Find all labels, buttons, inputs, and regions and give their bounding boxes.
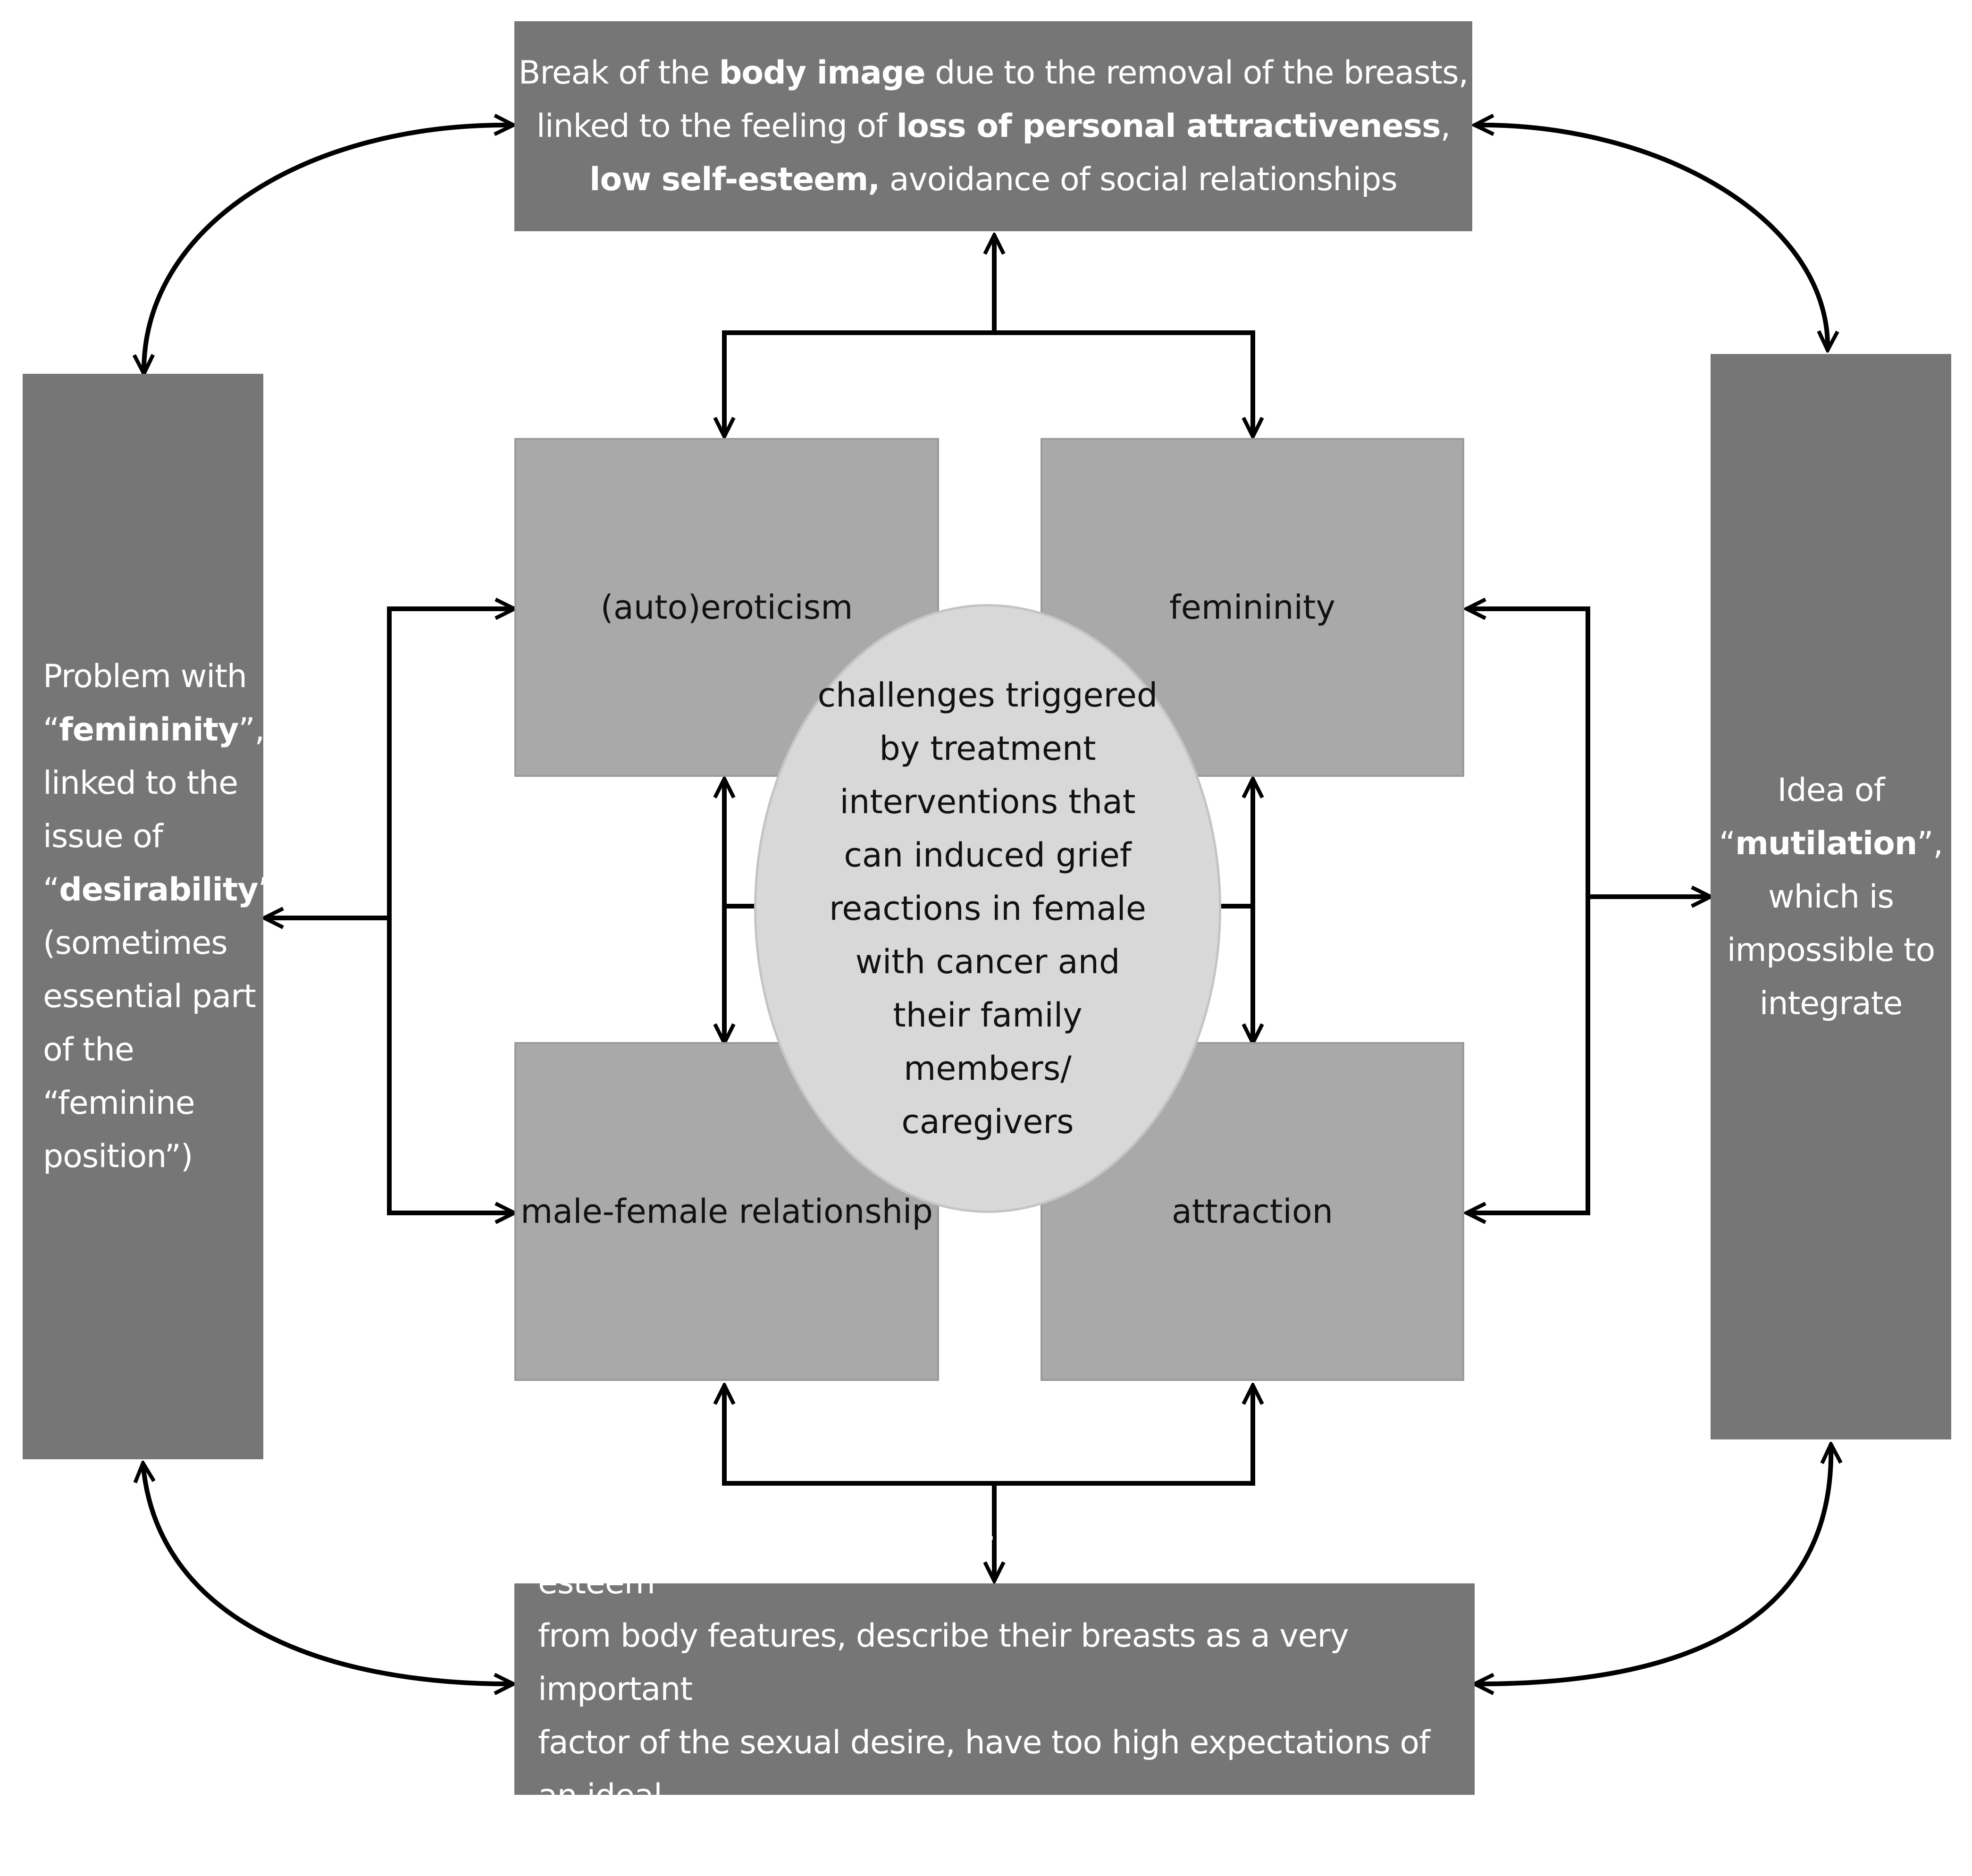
left-text: linked to the [43,765,238,802]
ellipse-text: caregivers [901,1102,1074,1141]
curve-top-left [144,125,513,374]
inner-box-label: attraction [1171,1192,1334,1231]
inner-box-label: femininity [1169,588,1335,627]
right-box-text: Idea of “mutilation”, which is impossibl… [1719,764,1943,1030]
left-text: ” [258,871,275,909]
center-ellipse-text: challenges triggered by treatment interv… [818,669,1158,1149]
center-ellipse: challenges triggered by treatment interv… [754,604,1221,1213]
left-text: “feminine [43,1085,195,1122]
left-text: of the [43,1031,134,1068]
top-box: Break of the body image due to the remov… [514,21,1472,231]
left-text-bold: desirability [59,871,258,909]
bottom-text: from body features, describe their breas… [538,1617,1349,1708]
curve-bottom-left [143,1463,513,1684]
left-text: Problem with [43,658,247,695]
curve-top-right [1475,125,1828,350]
ellipse-text: members/ [904,1049,1072,1088]
top-text: Break of the [518,54,719,92]
left-text: issue of [43,818,163,855]
ellipse-text: interventions that [839,782,1136,821]
right-text: Idea of [1777,771,1885,809]
inner-box-label: male-female relationship [520,1192,933,1231]
right-text: impossible to [1727,931,1935,969]
bottom-text: , e.g. women who take their self-esteem [538,1510,1458,1601]
top-text: due to the removal of the breasts, [925,54,1469,92]
inner-box-attraction: attraction [1041,1042,1464,1381]
right-text: integrate [1759,984,1903,1022]
left-text: “ [43,711,59,749]
top-text-bold: body image [719,54,926,92]
top-text-bold: loss of personal attractiveness [896,108,1441,145]
right-box: Idea of “mutilation”, which is impossibl… [1711,354,1951,1439]
left-text: essential part [43,978,256,1015]
ellipse-text: by treatment [879,729,1096,768]
left-text: ”, [238,711,265,749]
top-bracket [724,330,1253,437]
top-box-text: Break of the body image due to the remov… [519,46,1469,206]
curve-bottom-right [1475,1444,1831,1684]
ellipse-text: their family [893,995,1083,1035]
inner-box-label: (auto)eroticism [600,588,853,627]
right-text-bold: mutilation [1735,824,1917,862]
top-text-bold: low self-esteem, [589,161,880,198]
left-box: Problem with “femininity”, linked to the… [23,374,275,1459]
top-text: linked to the feeling of [536,108,897,145]
bottom-text: factor of the sexual desire, have too hi… [538,1724,1430,1815]
ellipse-text: reactions in female [829,889,1146,928]
ellipse-text: challenges triggered [817,675,1158,715]
bottom-box-text: Personality differences, e.g. women who … [538,1503,1475,1876]
left-bracket [387,609,514,1213]
right-text: ”, [1917,824,1943,862]
left-text: “ [43,871,59,909]
left-text: position”) [43,1138,193,1175]
right-text: “ [1719,824,1736,862]
left-box-text: Problem with “femininity”, linked to the… [43,650,275,1183]
top-text: , [1440,108,1451,145]
left-text-bold: femininity [59,711,239,749]
right-bracket [1467,609,1590,1213]
bottom-box: Personality differences, e.g. women who … [514,1511,1475,1868]
top-text: avoidance of social relationships [880,161,1398,198]
right-text: which is [1768,878,1894,916]
ellipse-text: can induced grief [844,835,1132,875]
bottom-bracket [724,1385,1253,1486]
connector-arrows [0,0,1972,1810]
ellipse-text: with cancer and [855,942,1120,981]
bottom-text: body [538,1830,616,1868]
bottom-text-bold: Personality differences [538,1510,948,1548]
left-text: (sometimes [43,925,228,962]
